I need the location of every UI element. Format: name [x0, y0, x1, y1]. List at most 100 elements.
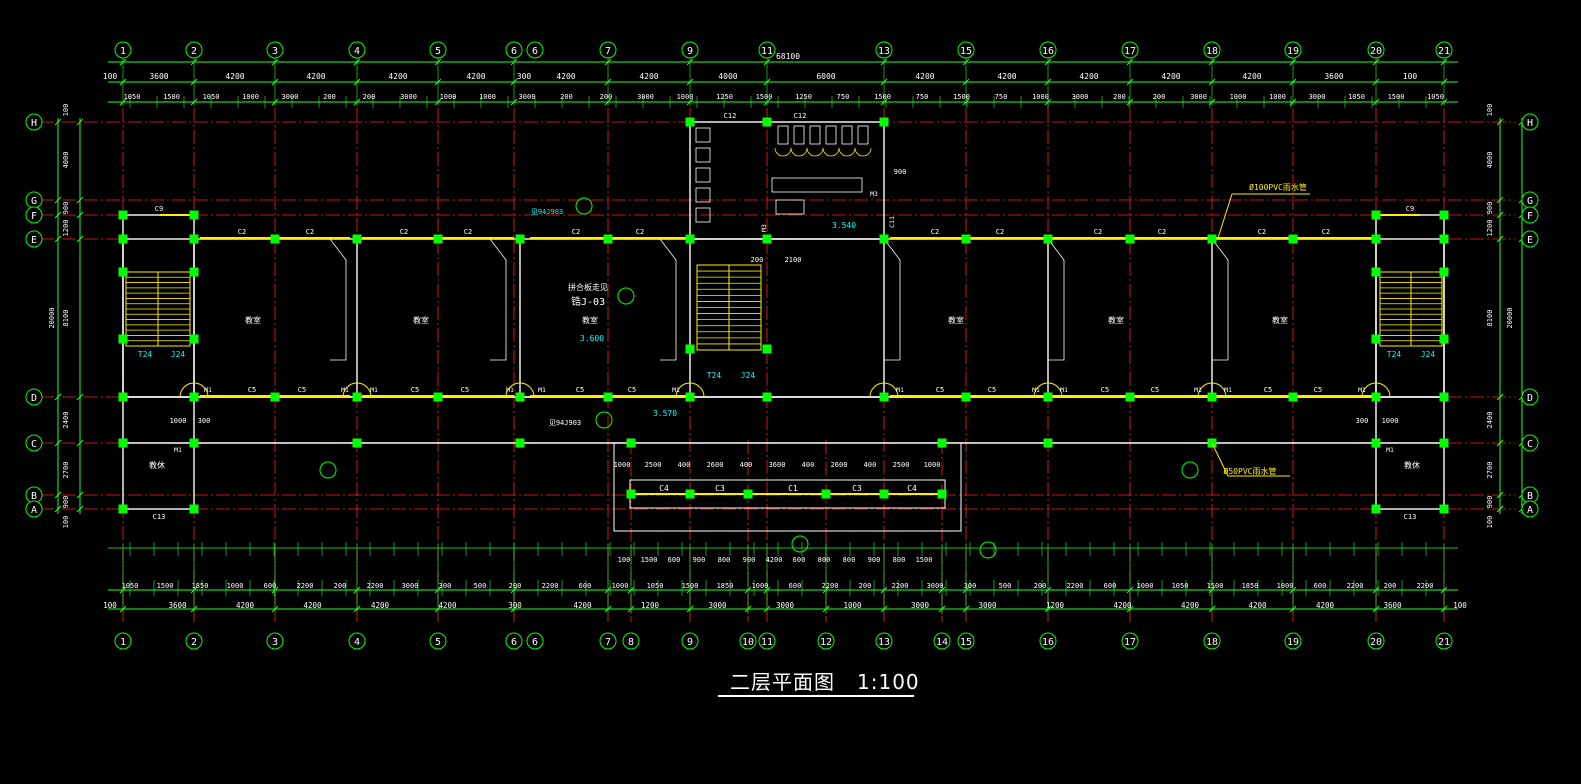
dim-text-top-sub: 750	[837, 93, 850, 101]
axis-bubble-bottom-1-circle	[114, 632, 132, 650]
canopy-dim: 400	[864, 461, 877, 469]
dim-text-top: 4200	[1242, 72, 1261, 81]
dim-text-bottom-sub: 600	[579, 582, 592, 590]
window-tag-c12: C12	[724, 112, 737, 120]
dim-text-bottom-sub: 1850	[192, 582, 209, 590]
dim-200: 200	[751, 256, 764, 264]
dim-text-bottom: 1200	[641, 601, 660, 610]
door-swing-arc	[193, 382, 209, 398]
stair-tag-t24: T24	[138, 350, 153, 359]
axis-bubble-top-13-label: 13	[878, 46, 890, 57]
dim-text-top-sub: 200	[1153, 93, 1166, 101]
door-tag-m1: M1	[506, 386, 514, 394]
detail-callout-circle	[979, 541, 997, 559]
axis-bubble-left-A-label: A	[31, 505, 37, 516]
dim-text-bottom-sub: 3000	[402, 582, 419, 590]
dim-tick	[1496, 235, 1504, 243]
structural-column	[352, 438, 362, 448]
door-swing-arc	[1211, 382, 1227, 398]
window-tag-c2: C2	[1094, 228, 1102, 236]
axis-bubble-top-19-circle	[1284, 41, 1302, 59]
axis-bubble-left-H-label: H	[31, 118, 37, 129]
axis-bubble-top-5-circle	[429, 41, 447, 59]
canopy-dim-2: 1500	[641, 556, 658, 564]
structural-column	[1371, 210, 1381, 220]
dim-text-bottom-sub: 1000	[1277, 582, 1294, 590]
door-swing-arc	[1197, 382, 1213, 398]
axis-bubble-top-3-label: 3	[272, 46, 278, 57]
axis-bubble-top-15-label: 15	[960, 46, 972, 57]
entrance-canopy	[613, 442, 962, 532]
dim-text-top: 4200	[556, 72, 575, 81]
axis-bubble-bottom-8-circle	[622, 632, 640, 650]
dim-text-top-sub: 1000	[677, 93, 694, 101]
dim-text-top-sub: 1250	[795, 93, 812, 101]
door-swing-arc	[179, 382, 195, 398]
dim-text-bottom: 4200	[303, 601, 322, 610]
toilet-door-arc	[774, 147, 792, 157]
dim-text-top-sub: 3000	[1309, 93, 1326, 101]
structural-column	[603, 392, 613, 402]
dim-text-bottom-sub: 200	[859, 582, 872, 590]
canopy-dim: 2600	[831, 461, 848, 469]
dim-text-bottom: 300	[508, 601, 522, 610]
toilet-fixture	[695, 127, 711, 143]
dim-text-top: 4200	[639, 72, 658, 81]
stair-tag-j24: J24	[171, 350, 186, 359]
canopy-dim-2: 900	[868, 556, 881, 564]
dim-text-right: 2400	[1486, 412, 1494, 429]
axis-bubble-left-C-label: C	[31, 439, 37, 450]
structural-column	[515, 438, 525, 448]
axis-bubble-bottom-8-label: 8	[628, 637, 634, 648]
urinal-fixture	[841, 125, 853, 145]
axis-bubble-top-2-label: 2	[191, 46, 197, 57]
window-tag-c5: C5	[1264, 386, 1272, 394]
dim-text-left: 4000	[62, 152, 70, 169]
dim-text-bottom-sub: 200	[1034, 582, 1047, 590]
dim-text-bottom: 100	[103, 601, 117, 610]
dim-text-bottom: 4200	[573, 601, 592, 610]
canopy-dim: 1000	[614, 461, 631, 469]
dim-text-right: 100	[1486, 104, 1494, 117]
dim-text-top: 4200	[466, 72, 485, 81]
window-tag-c12: C12	[794, 112, 807, 120]
door-tag-m1: M1	[1358, 386, 1366, 394]
dim-text-bottom: 3000	[911, 601, 930, 610]
dim-text-top-sub: 1000	[440, 93, 457, 101]
door-swing-arc	[689, 382, 705, 398]
structural-column	[118, 392, 128, 402]
blackboard-hood	[489, 238, 507, 361]
dim-text-left-overall: 20000	[48, 307, 56, 328]
axis-bubble-bottom-7-circle	[599, 632, 617, 650]
room-label-classroom: 教室	[245, 315, 261, 325]
axis-bubble-bottom-20-circle	[1367, 632, 1385, 650]
axis-bubble-top-21-circle	[1435, 41, 1453, 59]
structural-column	[685, 489, 695, 499]
fixtures-and-stairs	[125, 125, 1443, 351]
structural-column	[743, 489, 753, 499]
axis-bubble-top-18-label: 18	[1206, 46, 1218, 57]
dim-text-bottom-sub: 3000	[927, 582, 944, 590]
dim-text-left: 1200	[62, 220, 70, 237]
axis-bubble-bottom-11-circle	[758, 632, 776, 650]
door-swing-arc	[1047, 382, 1063, 398]
structural-column	[515, 234, 525, 244]
window-tag-c2: C2	[572, 228, 580, 236]
structural-column	[1439, 234, 1449, 244]
axis-bubble-bottom-2-circle	[185, 632, 203, 650]
dim-text-bottom-sub: 1000	[612, 582, 629, 590]
dim-tick	[1496, 505, 1504, 513]
window-tag-c9-west: C9	[155, 205, 163, 213]
urinal-fixture	[857, 125, 869, 145]
dim-text-right: 1200	[1486, 220, 1494, 237]
axis-bubble-bottom-13-circle	[875, 632, 893, 650]
dim-text-top-sub: 1050	[124, 93, 141, 101]
dim-300-west: 300	[198, 417, 211, 425]
canopy-dim-2: 800	[893, 556, 906, 564]
dim-text-bottom: 3000	[776, 601, 795, 610]
stair-tag-j24: J24	[741, 371, 756, 380]
dim-text-bottom: 3600	[168, 601, 187, 610]
structural-column	[118, 334, 128, 344]
window-tag-c2: C2	[400, 228, 408, 236]
